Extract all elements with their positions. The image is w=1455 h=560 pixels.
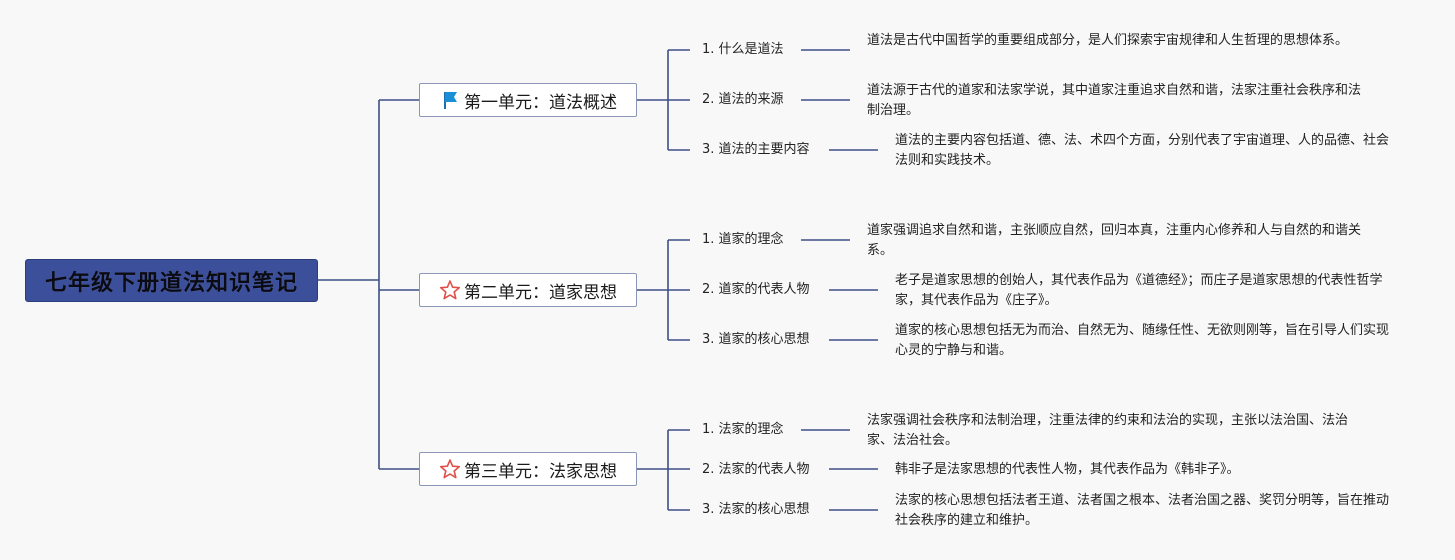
desc-2-2: 老子是道家思想的创始人，其代表作品为《道德经》；而庄子是道家思想的代表性哲学家，… bbox=[895, 273, 1383, 308]
root-node[interactable]: 七年级下册道法知识笔记 bbox=[25, 259, 318, 302]
topic-1-1[interactable]: 1. 什么是道法 bbox=[702, 42, 784, 57]
topic-1-3[interactable]: 3. 道法的主要内容 bbox=[702, 142, 810, 157]
unit-label-1: 第一单元：道法概述 bbox=[464, 92, 617, 113]
unit-label-2: 第二单元：道家思想 bbox=[464, 282, 617, 303]
desc-3-2: 韩非子是法家思想的代表性人物，其代表作品为《韩非子》。 bbox=[895, 462, 1240, 477]
desc-2-3: 道家的核心思想包括无为而治、自然无为、随缘任性、无欲则刚等，旨在引导人们实现心灵… bbox=[895, 323, 1390, 358]
topic-1-2[interactable]: 2. 道法的来源 bbox=[702, 92, 784, 107]
topic-2-1[interactable]: 1. 道家的理念 bbox=[702, 232, 784, 247]
red-star-icon bbox=[439, 458, 461, 480]
root-title: 七年级下册道法知识笔记 bbox=[44, 270, 298, 296]
topic-2-2[interactable]: 2. 道家的代表人物 bbox=[702, 282, 810, 297]
desc-1-2: 道法源于古代的道家和法家学说，其中道家注重追求自然和谐，法家注重社会秩序和法制治… bbox=[867, 83, 1362, 118]
topic-3-1[interactable]: 1. 法家的理念 bbox=[702, 422, 784, 437]
blue-flag-icon bbox=[439, 89, 461, 111]
unit-node-2[interactable]: 第二单元：道家思想 bbox=[419, 273, 637, 307]
unit-node-3[interactable]: 第三单元：法家思想 bbox=[419, 452, 637, 486]
unit-label-3: 第三单元：法家思想 bbox=[464, 461, 617, 482]
unit-node-1[interactable]: 第一单元：道法概述 bbox=[419, 83, 637, 117]
topic-3-3[interactable]: 3. 法家的核心思想 bbox=[702, 502, 810, 517]
topic-2-3[interactable]: 3. 道家的核心思想 bbox=[702, 332, 810, 347]
desc-3-1: 法家强调社会秩序和法制治理，注重法律的约束和法治的实现，主张以法治国、法治家、法… bbox=[867, 413, 1349, 448]
red-star-icon bbox=[439, 279, 461, 301]
topic-3-2[interactable]: 2. 法家的代表人物 bbox=[702, 462, 810, 477]
desc-1-3: 道法的主要内容包括道、德、法、术四个方面，分别代表了宇宙道理、人的品德、社会法则… bbox=[895, 133, 1390, 168]
desc-2-1: 道家强调追求自然和谐，主张顺应自然，回归本真，注重内心修养和人与自然的和谐关系。 bbox=[867, 223, 1362, 258]
desc-1-1: 道法是古代中国哲学的重要组成部分，是人们探索宇宙规律和人生哲理的思想体系。 bbox=[867, 33, 1349, 48]
desc-3-3: 法家的核心思想包括法者王道、法者国之根本、法者治国之器、奖罚分明等，旨在推动社会… bbox=[895, 493, 1390, 528]
